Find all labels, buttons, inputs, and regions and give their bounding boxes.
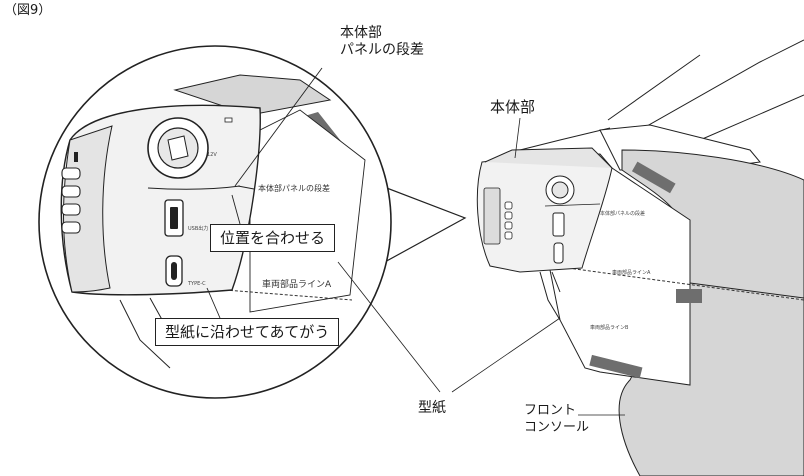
tape-bottom bbox=[589, 354, 643, 379]
main-line-b-label: 車両部品ラインB bbox=[590, 325, 629, 331]
zoom-align-leader bbox=[231, 194, 241, 225]
main-device-body bbox=[476, 153, 613, 273]
figure-label: （図9） bbox=[4, 3, 52, 18]
main-panel-step-label: 本体部パネルの段差 bbox=[600, 211, 646, 217]
zoom-usb-inner bbox=[170, 207, 178, 229]
tape-top bbox=[631, 161, 676, 194]
zoom-panel-step bbox=[147, 185, 241, 190]
body-leader-line bbox=[514, 117, 521, 159]
main-panel-line bbox=[689, 282, 804, 299]
zoom-title-leader bbox=[234, 67, 323, 187]
zoom-to-main-leader bbox=[337, 261, 441, 393]
zoom-typec-inner bbox=[171, 262, 177, 280]
console-label-line2: コンソール bbox=[524, 420, 590, 435]
zoom-led-indicator bbox=[224, 117, 233, 123]
main-device-top bbox=[484, 147, 613, 169]
zoom-typec-label: TYPE-C bbox=[188, 281, 206, 287]
zoom-step-leader bbox=[237, 185, 255, 190]
zoom-side-slot bbox=[74, 152, 78, 162]
main-panel-step-line bbox=[544, 203, 601, 207]
zoom-template-paper bbox=[249, 109, 366, 313]
zoom-usb-label: USB出力 bbox=[188, 226, 209, 232]
zoom-line-a-label: 車両部品ラインA bbox=[262, 280, 332, 290]
main-view bbox=[451, 39, 804, 476]
zoom-panel-step-label: 本体部パネルの段差 bbox=[258, 184, 330, 193]
main-device-knob-inner bbox=[551, 181, 569, 199]
zoom-knob-cap bbox=[167, 135, 189, 161]
template-label: 型紙 bbox=[418, 400, 446, 416]
template-leader-line bbox=[451, 317, 561, 393]
zoom-side-buttons bbox=[61, 167, 81, 234]
main-device-screen bbox=[483, 187, 501, 245]
zoom-title-line1: 本体部 bbox=[340, 25, 382, 41]
dashboard-lines bbox=[519, 39, 804, 151]
zoom-fit-leader bbox=[206, 287, 221, 319]
main-typec-port bbox=[553, 242, 564, 264]
zoom-view bbox=[38, 45, 467, 399]
main-body-label: 本体部 bbox=[490, 98, 536, 116]
zoom-title-line2: パネルの段差 bbox=[340, 42, 424, 58]
main-usb-port bbox=[552, 212, 565, 237]
tape-middle bbox=[676, 289, 702, 303]
main-bracket bbox=[539, 271, 561, 321]
main-device-buttons bbox=[504, 201, 513, 240]
zoom-12v-label: 12V bbox=[207, 152, 217, 158]
console-label-line1: フロント bbox=[524, 403, 577, 418]
align-callout: 位置を合わせる bbox=[210, 224, 336, 252]
fit-callout: 型紙に沿わせてあてがう bbox=[155, 318, 340, 346]
main-line-a-label: 車両部品ラインA bbox=[612, 270, 651, 276]
